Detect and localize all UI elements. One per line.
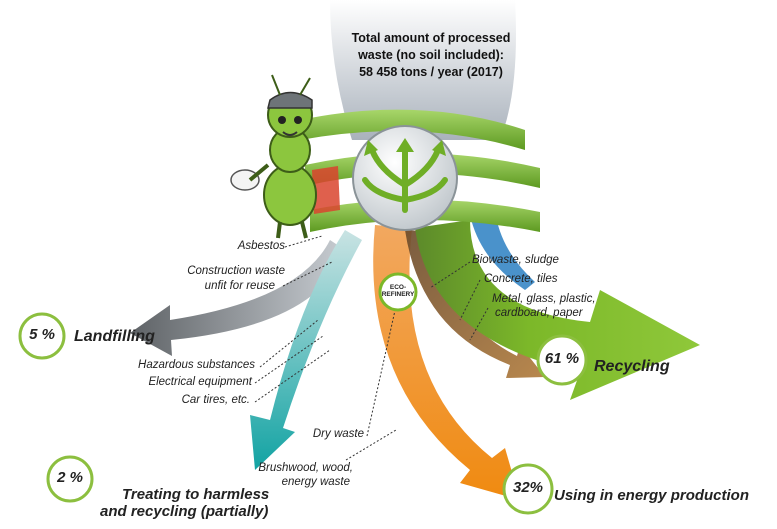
- energy-pct: 32%: [512, 479, 544, 496]
- landfilling-label: Landfilling: [74, 328, 155, 345]
- treating-pct: 2 %: [57, 469, 83, 486]
- recycling-label: Recycling: [594, 358, 670, 375]
- label-metal-2: cardboard, paper: [495, 307, 583, 319]
- label-asbestos: Asbestos: [237, 240, 285, 252]
- energy-pct-circle: [502, 463, 554, 515]
- treating-label-2: and recycling (partially): [100, 503, 269, 520]
- treating-pct-circle: [46, 455, 94, 503]
- label-brushwood-1: Brushwood, wood,: [258, 462, 353, 474]
- blue-stream: [470, 210, 535, 290]
- band-red: [312, 166, 340, 214]
- ant-mascot-icon: [230, 74, 317, 239]
- label-dry-waste: Dry waste: [312, 428, 364, 440]
- landfilling-pct: 5 %: [29, 326, 55, 343]
- eco-refinery-label: ECO-REFINERY: [381, 284, 415, 298]
- label-electrical: Electrical equipment: [148, 376, 252, 388]
- callout-line-2: waste (no soil included):: [358, 47, 504, 62]
- label-hazardous: Hazardous substances: [138, 359, 255, 371]
- callout-line-3: 58 458 tons / year (2017): [359, 64, 503, 79]
- recycling-pct: 61 %: [544, 350, 580, 367]
- label-brushwood-2: energy waste: [281, 476, 350, 488]
- treating-label-1: Treating to harmless: [122, 486, 270, 503]
- landfilling-pct-circle: [18, 312, 66, 360]
- label-tires: Car tires, etc.: [181, 394, 250, 406]
- treating-arrow: [250, 230, 362, 470]
- branching-arrows-icon: [362, 147, 448, 213]
- eco-refinery-badge: [378, 272, 418, 312]
- label-biowaste: Biowaste, sludge: [472, 254, 559, 266]
- energy-label: Using in energy production: [554, 487, 750, 504]
- total-amount-callout: Total amount of processed waste (no soil…: [334, 16, 528, 96]
- label-construction-2: unfit for reuse: [204, 280, 275, 292]
- recycling-arrow: [415, 220, 700, 400]
- recycling-pct-circle: [536, 334, 588, 386]
- callout-line-1: Total amount of processed: [351, 31, 511, 45]
- funnel-shape: [330, 0, 516, 140]
- label-construction-1: Construction waste: [187, 265, 285, 277]
- landfilling-arrow: [130, 240, 345, 356]
- label-concrete: Concrete, tiles: [484, 273, 558, 285]
- label-metal-1: Metal, glass, plastic,: [492, 293, 596, 305]
